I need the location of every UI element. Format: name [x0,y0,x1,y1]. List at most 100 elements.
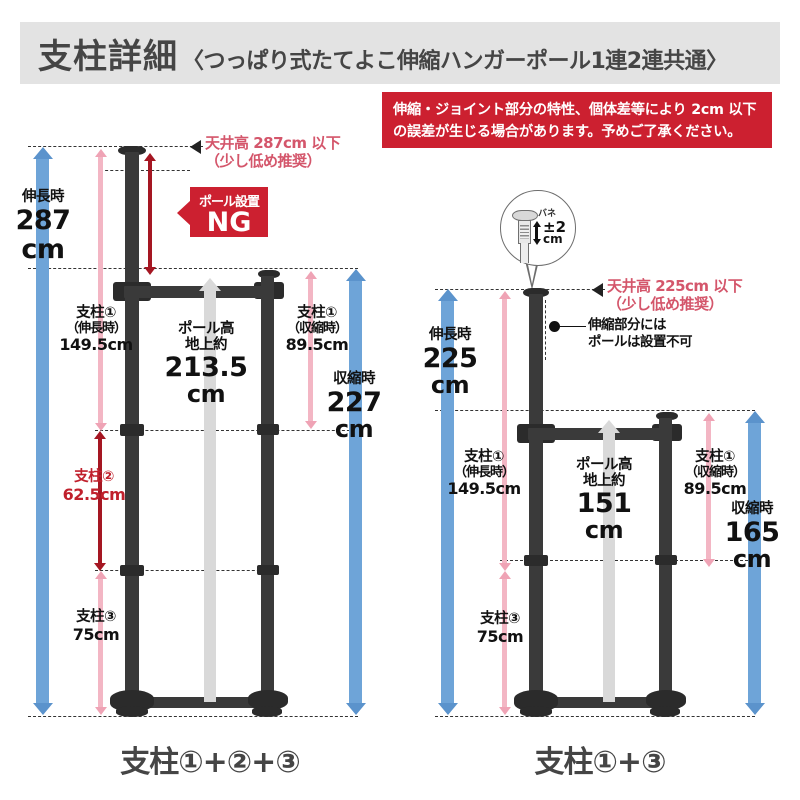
right-contracted-unit: cm [732,544,772,573]
left-pole-top-cap [118,146,146,155]
left-pole-height-line2: 地上約 [185,336,228,353]
left-right-post [261,276,274,706]
spring-callout-value: ±2 [543,218,567,236]
page-header: 支柱詳細 〈つっぱり式たてよこ伸縮ハンガーポール1連2連共通〉 [20,22,780,84]
joint-note-line2: ポールは設置不可 [588,333,693,350]
left-joint-mid-right [257,424,279,435]
right-foot-left-base [520,706,552,717]
right-post1-extended-line2: （伸長時） [453,464,515,480]
right-hanger-bar [528,428,668,440]
right-joint-low-left [524,555,548,566]
right-guide-ceiling [435,289,605,290]
left-contracted-unit: cm [334,414,374,443]
spring-callout-bubble [500,190,576,266]
left-post1-extended-value: 149.5cm [59,334,133,354]
left-joint-low-left [120,565,144,576]
left-joint-mid-left [120,424,144,436]
right-extended-title: 伸長時 [429,327,472,343]
right-caption: 支柱①+③ [534,745,667,780]
right-post3-label: 支柱③ 75cm [456,611,544,646]
ng-badge: ポール設置 NG [190,187,268,237]
left-extended-unit: cm [21,233,65,265]
joint-note-label: 伸縮部分には ポールは設置不可 [588,317,693,351]
ng-badge-value: NG [206,207,252,238]
right-post1-extended-line1: 支柱① [464,449,504,465]
right-post3-value: 75cm [476,626,524,646]
left-post1-extended-line1: 支柱① [76,305,116,321]
ng-badge-label: ポール設置 [198,195,260,210]
spring-tolerance-arrow [535,226,538,240]
right-extended-arrow [441,300,454,704]
left-foot-left-base [116,706,148,717]
right-guide-bar-extended [435,410,755,411]
right-ceiling-pointer [592,283,603,297]
tolerance-notice-line1: 伸縮・ジョイント部分の特性、個体差等により 2cm 以下 [393,102,757,118]
left-post1-upper [125,152,139,292]
right-foot-right-base [650,706,680,717]
right-ceiling-line2: （少し低め推奨） [607,295,724,313]
left-post1-contracted-label: 支柱① （収縮時） 89.5cm [272,305,362,353]
left-guide-floor [28,716,358,717]
left-guide-bar-contracted [95,430,360,431]
right-contracted-title: 収縮時 [731,501,774,517]
right-extended-unit: cm [430,370,470,399]
joint-note-dot [549,321,560,332]
joint-note-line1: 伸縮部分には [588,317,667,333]
right-pole-height-line1: ポール高 [576,457,633,473]
left-guide-ceiling [28,146,203,147]
left-pole-height-label: ポール高 地上約 213.5 cm [158,321,254,408]
left-guide-post3 [95,570,270,571]
left-contracted-value: 227 [326,386,382,418]
spring-callout-unit: cm [543,232,563,246]
right-ceiling-line1: 天井高 225cm 以下 [607,277,743,295]
left-post2-label: 支柱② 62.5cm [48,469,140,504]
right-post1-contracted-value: 89.5cm [683,478,747,498]
right-post1-contracted-arrow [706,420,711,560]
right-post1-contracted-line1: 支柱① [695,449,735,465]
right-extended-value: 225 [422,342,478,374]
left-post1-contracted-arrow [308,278,313,422]
left-pole-height-value: 213.5 [164,352,248,384]
left-extended-arrow [36,158,49,704]
left-extended-title: 伸長時 [22,189,65,205]
left-post2-line1: 支柱② [74,469,114,485]
right-post1-upper [529,294,543,434]
left-joint-low-right [257,565,279,575]
left-hanger-bar [124,286,269,298]
left-post1-contracted-line2: （収縮時） [286,320,348,336]
left-foot-right-base [252,706,282,717]
right-extended-label: 伸長時 225 cm [414,327,486,399]
right-guide-floor [435,716,755,717]
right-contracted-arrow [748,422,761,704]
left-ceiling-label: 天井高 287cm 以下 （少し低め推奨） [205,134,341,170]
right-post3-arrow [502,578,507,708]
left-post1-extended-arrow [98,156,103,424]
left-foot-right [248,690,288,710]
right-bottom-bar [528,697,670,708]
left-post2-value: 62.5cm [62,484,126,504]
right-post1-extended-value: 149.5cm [447,478,521,498]
page-subtitle: 〈つっぱり式たてよこ伸縮ハンガーポール1連2連共通〉 [182,48,728,74]
ng-badge-pointer [177,200,191,226]
spring-coil-icon [520,225,529,239]
left-contracted-title: 収縮時 [333,371,376,387]
left-post3-line1: 支柱③ [76,609,116,625]
right-contracted-value: 165 [724,516,780,548]
right-post1-extended-arrow [502,298,507,564]
left-guide-bar-extended [28,268,358,269]
left-right-post-cap [258,270,280,278]
left-caption: 支柱①+②+③ [120,745,300,780]
right-post1-contracted-label: 支柱① （収縮時） 89.5cm [670,449,760,498]
right-foot-right [646,690,686,710]
left-extended-value: 287 [15,204,71,236]
right-guide-joint-vert [545,300,546,360]
left-post2-arrow [98,438,102,564]
right-post3-line1: 支柱③ [480,611,520,627]
right-pole-height-value: 151 [576,488,632,520]
right-ceiling-label: 天井高 225cm 以下 （少し低め推奨） [607,277,743,313]
left-post3-label: 支柱③ 75cm [52,609,140,643]
right-pole-height-arrow [603,432,615,702]
right-left-post-mid [529,434,543,707]
left-post1-contracted-line1: 支柱① [297,305,337,321]
